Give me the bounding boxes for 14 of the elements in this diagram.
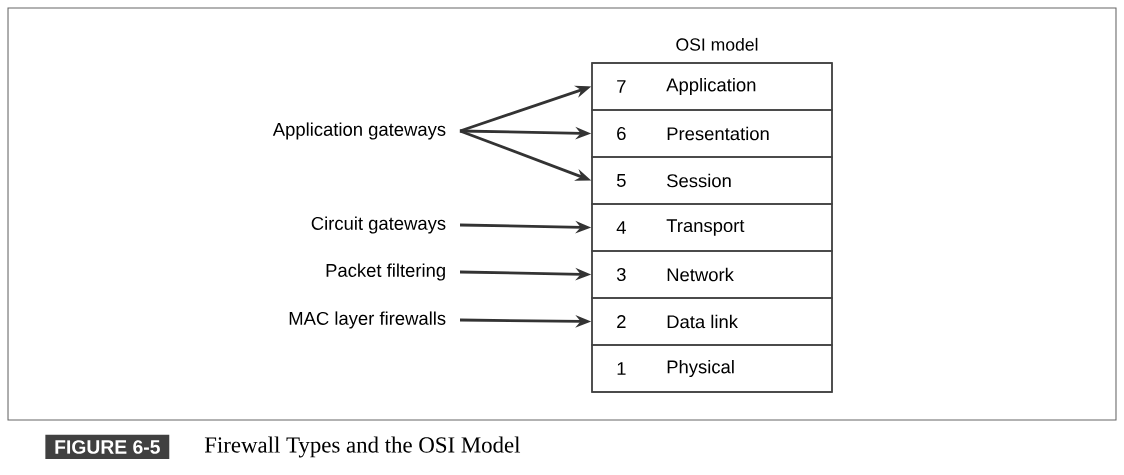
firewall-type-label: MAC layer firewalls (289, 311, 446, 329)
firewall-type-label: Circuit gateways (311, 216, 446, 234)
layer-row: 2 Data link (591, 297, 833, 346)
layer-row: 3 Network (591, 250, 833, 299)
figure-number-badge: FIGURE 6-5 (45, 434, 170, 460)
firewall-type-label: Packet filtering (326, 263, 445, 281)
layer-row: 4 Transport (591, 203, 833, 252)
layer-row: 5 Session (591, 156, 833, 205)
firewall-type-label: Application gateways (272, 122, 446, 140)
stack-heading: OSI model (676, 37, 758, 51)
layer-row: 1 Physical (591, 344, 833, 393)
layer-row: 7 Application (591, 62, 833, 111)
figure-caption: Firewall Types and the OSI Model (204, 436, 521, 458)
layer-row: 6 Presentation (591, 109, 833, 158)
